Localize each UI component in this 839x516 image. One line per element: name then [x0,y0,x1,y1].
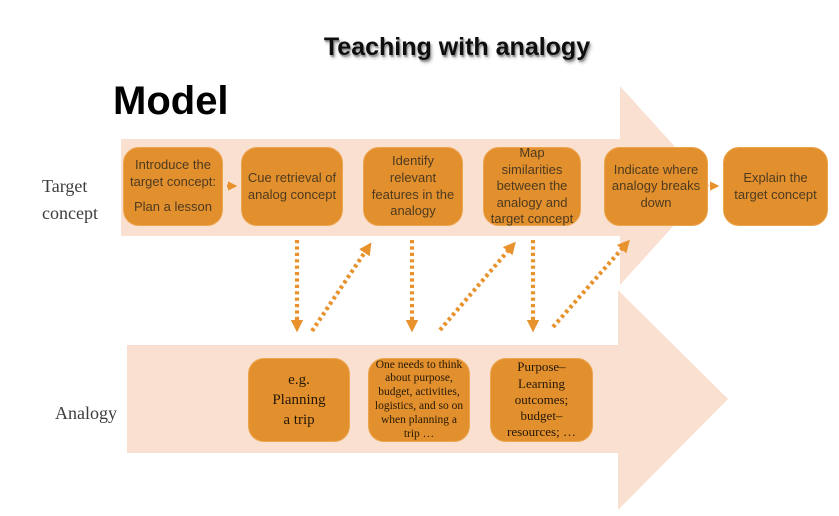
step-text: Introduce the target concept: [130,157,216,189]
step-text: Map similarities between the analogy and… [490,144,574,227]
analogy-text: Purpose–Learning outcomes; budget–resour… [507,359,576,440]
analogy-example-planning-trip: e.g. Planning a trip [248,358,350,442]
step-text: Plan a lesson [133,199,213,215]
step-cue-retrieval: Cue retrieval of analog concept [241,147,343,226]
step-text: Identify relevant features in the analog… [371,153,455,219]
step-identify-features: Identify relevant features in the analog… [363,147,463,226]
dotted-arrow-example-up-to-identify-icon [310,242,372,333]
analogy-trip-considerations: One needs to think about purpose, budget… [368,358,470,442]
analogy-text: e.g. [288,371,310,388]
step-introduce-target-concept: Introduce the target concept: Plan a les… [123,147,223,226]
step-text: Cue retrieval of analog concept [247,169,337,202]
slide-title: Teaching with analogy [323,33,591,61]
model-heading: Model [113,79,229,123]
step-text: Indicate where analogy breaks down [611,161,701,210]
dotted-arrow-think-up-to-map-icon [438,241,516,332]
analogy-mapping-outcomes: Purpose–Learning outcomes; budget–resour… [490,358,593,442]
step-explain-target-concept: Explain the target concept [723,147,828,226]
step-text: Explain the target concept [734,169,817,202]
step-map-similarities: Map similarities between the analogy and… [483,144,581,227]
analogy-text: Planning [272,391,326,408]
analogy-text: One needs to think about purpose, budget… [374,358,464,440]
step-indicate-breakdown: Indicate where analogy breaks down [604,147,708,226]
row-label-target-concept: Target concept [42,176,98,223]
dotted-arrow-mapping-up-to-indicate-icon [551,239,630,329]
analogy-text: a trip [283,412,315,429]
row-label-analogy: Analogy [55,403,117,423]
